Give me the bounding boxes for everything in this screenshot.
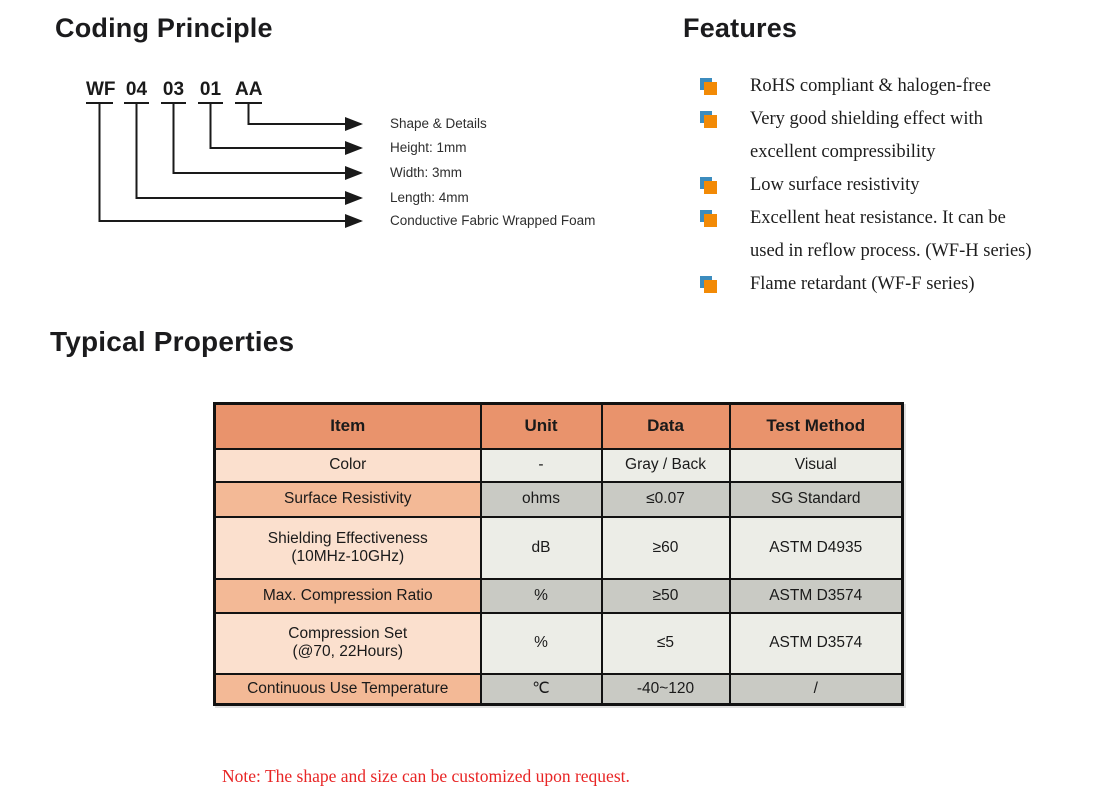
table-row: Shielding Effectiveness (10MHz-10GHz) dB… <box>213 515 904 580</box>
table-row: Compression Set (@70, 22Hours) % ≤5 ASTM… <box>213 611 904 675</box>
cell-item: Surface Resistivity <box>213 480 482 518</box>
table-header-row: Item Unit Data Test Method <box>213 402 904 450</box>
features-title: Features <box>683 13 798 43</box>
cell-unit: % <box>479 611 603 675</box>
feature-text: Low surface resistivity <box>750 175 920 195</box>
cell-unit: - <box>479 447 603 483</box>
header-data: Data <box>600 402 731 450</box>
cell-data: Gray / Back <box>600 447 731 483</box>
diagram-label-width: Width: 3mm <box>390 165 463 180</box>
cell-data: ≥50 <box>600 577 731 614</box>
header-test-method: Test Method <box>728 402 904 450</box>
code-segment-width: 03 <box>161 79 186 104</box>
feature-text: Flame retardant (WF-F series) <box>750 274 975 294</box>
cell-unit: dB <box>479 515 603 580</box>
diagram-label-length: Length: 4mm <box>390 190 469 205</box>
cell-data: ≤5 <box>600 611 731 675</box>
cell-unit: ℃ <box>479 672 603 706</box>
cell-test-method: / <box>728 672 904 706</box>
cell-test-method: ASTM D3574 <box>728 577 904 614</box>
cell-item: Shielding Effectiveness (10MHz-10GHz) <box>213 515 482 580</box>
feature-text: Excellent heat resistance. It can be use… <box>750 208 1032 261</box>
square-bullet-icon <box>700 276 720 296</box>
list-item: Excellent heat resistance. It can be use… <box>700 202 1100 268</box>
cell-test-method: SG Standard <box>728 480 904 518</box>
cell-item: Color <box>213 447 482 483</box>
feature-text: RoHS compliant & halogen-free <box>750 76 991 96</box>
list-item: RoHS compliant & halogen-free <box>700 70 1100 103</box>
feature-text: Very good shielding effect with excellen… <box>750 109 983 162</box>
cell-test-method: ASTM D3574 <box>728 611 904 675</box>
coding-principle-title: Coding Principle <box>55 13 273 43</box>
cell-data: ≤0.07 <box>600 480 731 518</box>
header-item: Item <box>213 402 482 450</box>
diagram-label-material: Conductive Fabric Wrapped Foam <box>390 213 596 228</box>
cell-unit: % <box>479 577 603 614</box>
cell-test-method: Visual <box>728 447 904 483</box>
features-list: RoHS compliant & halogen-free Very good … <box>700 70 1100 301</box>
typical-properties-title: Typical Properties <box>50 326 295 357</box>
diagram-label-height: Height: 1mm <box>390 140 467 155</box>
code-segment-shape: AA <box>235 79 262 104</box>
square-bullet-icon <box>700 177 720 197</box>
customization-note: Note: The shape and size can be customiz… <box>222 766 630 786</box>
cell-data: -40~120 <box>600 672 731 706</box>
square-bullet-icon <box>700 78 720 98</box>
cell-item: Continuous Use Temperature <box>213 672 482 706</box>
cell-item: Compression Set (@70, 22Hours) <box>213 611 482 675</box>
cell-item: Max. Compression Ratio <box>213 577 482 614</box>
table-row: Color - Gray / Back Visual <box>213 447 904 483</box>
code-segment-series: WF <box>86 79 116 104</box>
code-segment-length: 04 <box>124 79 149 104</box>
table-row: Continuous Use Temperature ℃ -40~120 / <box>213 672 904 706</box>
cell-unit: ohms <box>479 480 603 518</box>
list-item: Very good shielding effect with excellen… <box>700 103 1100 169</box>
cell-test-method: ASTM D4935 <box>728 515 904 580</box>
list-item: Low surface resistivity <box>700 169 1100 202</box>
code-segment-height: 01 <box>198 79 223 104</box>
cell-data: ≥60 <box>600 515 731 580</box>
square-bullet-icon <box>700 210 720 230</box>
diagram-label-shape: Shape & Details <box>390 116 487 131</box>
table-row: Surface Resistivity ohms ≤0.07 SG Standa… <box>213 480 904 518</box>
square-bullet-icon <box>700 111 720 131</box>
list-item: Flame retardant (WF-F series) <box>700 268 1100 301</box>
typical-properties-table: Item Unit Data Test Method Color - Gray … <box>213 402 904 706</box>
header-unit: Unit <box>479 402 603 450</box>
table-row: Max. Compression Ratio % ≥50 ASTM D3574 <box>213 577 904 614</box>
